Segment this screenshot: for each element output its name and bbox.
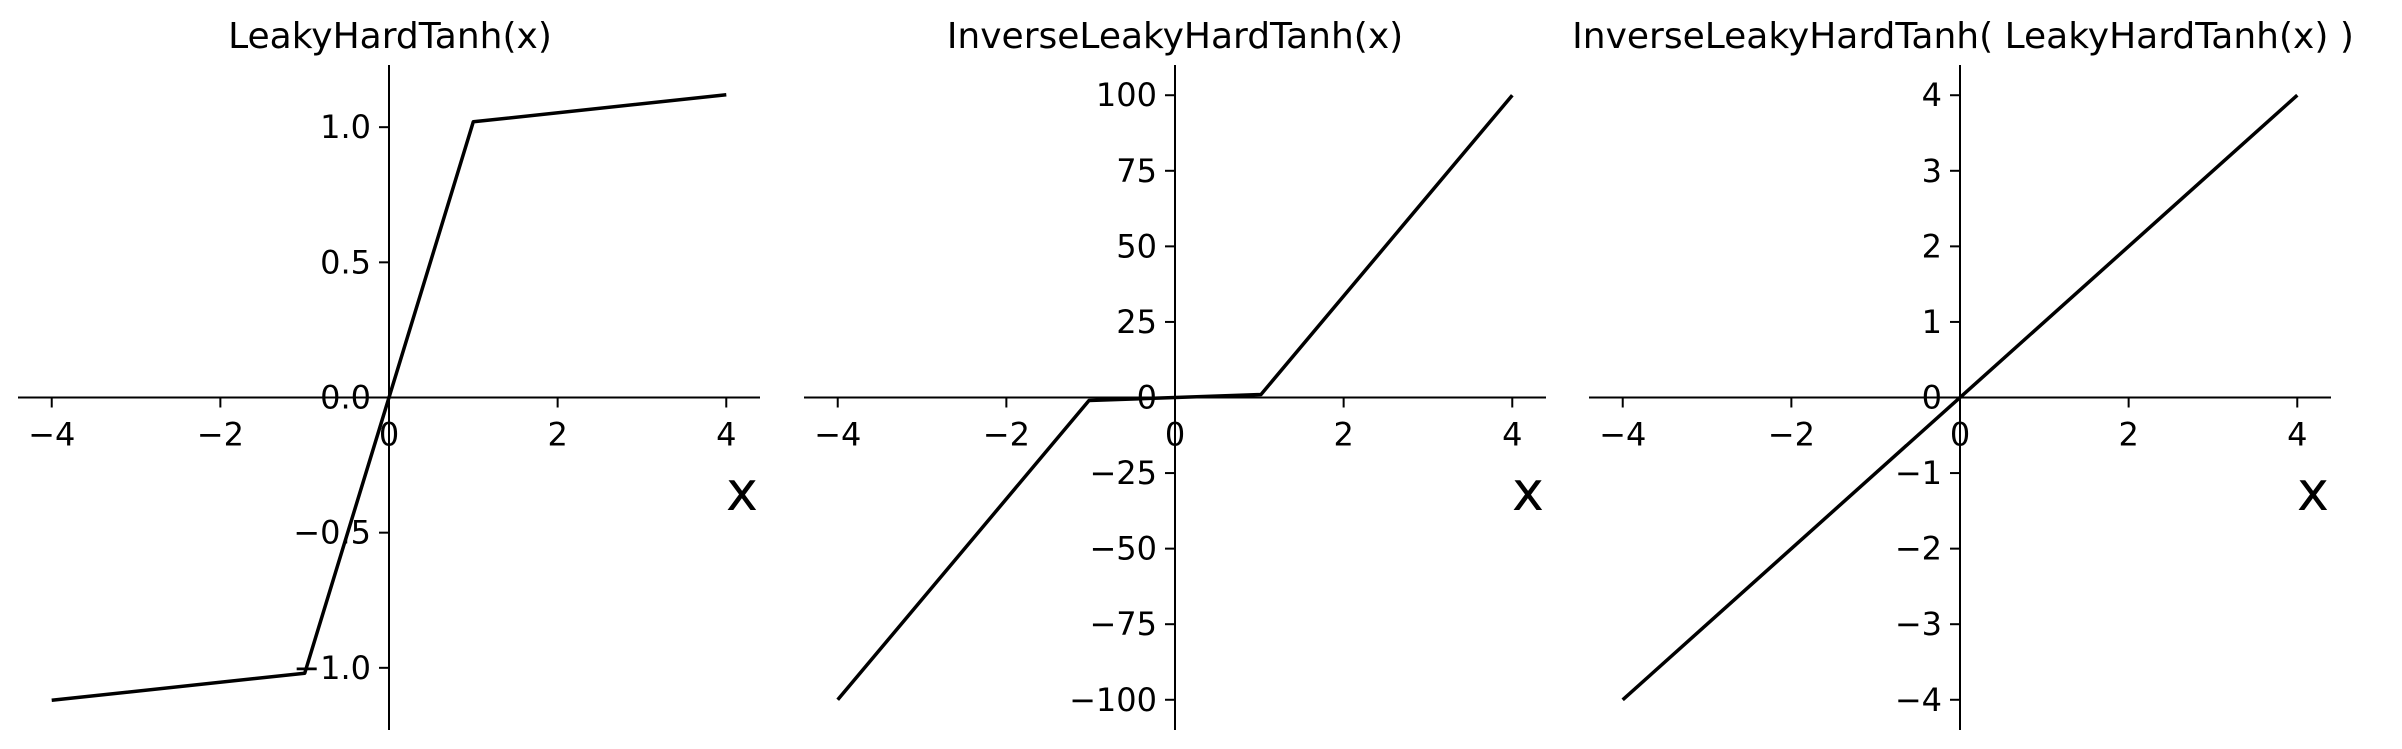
x-tick-label: 0 [1165,416,1185,454]
x-tick-label: −2 [1768,416,1815,454]
x-tick-label: 2 [1333,416,1353,454]
series-line [1621,93,2299,702]
chart-title: InverseLeakyHardTanh( LeakyHardTanh(x) ) [1572,16,2354,57]
y-tick-label: −1 [1895,454,1942,492]
x-tick-label: 0 [379,416,399,454]
subplot-3: InverseLeakyHardTanh( LeakyHardTanh(x) )… [1572,16,2354,730]
y-tick-label: −4 [1895,681,1942,719]
series-line [836,94,1514,701]
x-tick-label: −2 [197,416,244,454]
y-tick-label: 1 [1922,303,1942,341]
y-tick-label: 0.5 [320,243,371,281]
y-tick-label: −75 [1089,605,1157,643]
y-tick-label: 3 [1922,152,1942,190]
y-tick-label: −3 [1895,605,1942,643]
y-tick-label: 100 [1096,76,1157,114]
x-tick-label: 0 [1950,416,1970,454]
x-axis-label: x [726,460,758,523]
y-tick-label: 1.0 [320,108,371,146]
chart-title: InverseLeakyHardTanh(x) [947,16,1403,57]
x-tick-label: −2 [983,416,1030,454]
y-tick-label: −50 [1089,530,1157,568]
y-tick-label: 25 [1116,303,1157,341]
x-axis-label: x [1512,460,1544,523]
x-tick-label: −4 [28,416,75,454]
series-line [51,92,727,703]
x-axis-label: x [2297,460,2329,523]
y-tick-label: 75 [1116,152,1157,190]
y-tick-label: 0 [1922,379,1942,417]
x-tick-label: −4 [1599,416,1646,454]
y-tick-label: −0.5 [293,514,371,552]
y-tick-label: 2 [1922,227,1942,265]
y-tick-label: 50 [1116,227,1157,265]
y-tick-label: 0.0 [320,379,371,417]
x-tick-label: 2 [547,416,567,454]
chart-title: LeakyHardTanh(x) [228,16,552,57]
y-tick-label: −100 [1069,681,1157,719]
x-tick-label: 4 [2287,416,2307,454]
x-tick-label: 4 [716,416,736,454]
y-tick-label: −25 [1089,454,1157,492]
x-tick-label: −4 [814,416,861,454]
x-tick-label: 2 [2118,416,2138,454]
y-tick-label: 4 [1922,76,1942,114]
y-tick-label: −2 [1895,530,1942,568]
x-tick-label: 4 [1502,416,1522,454]
subplot-2: InverseLeakyHardTanh(x) x −4 −2 0 2 4 −100 −75… [804,16,1546,730]
